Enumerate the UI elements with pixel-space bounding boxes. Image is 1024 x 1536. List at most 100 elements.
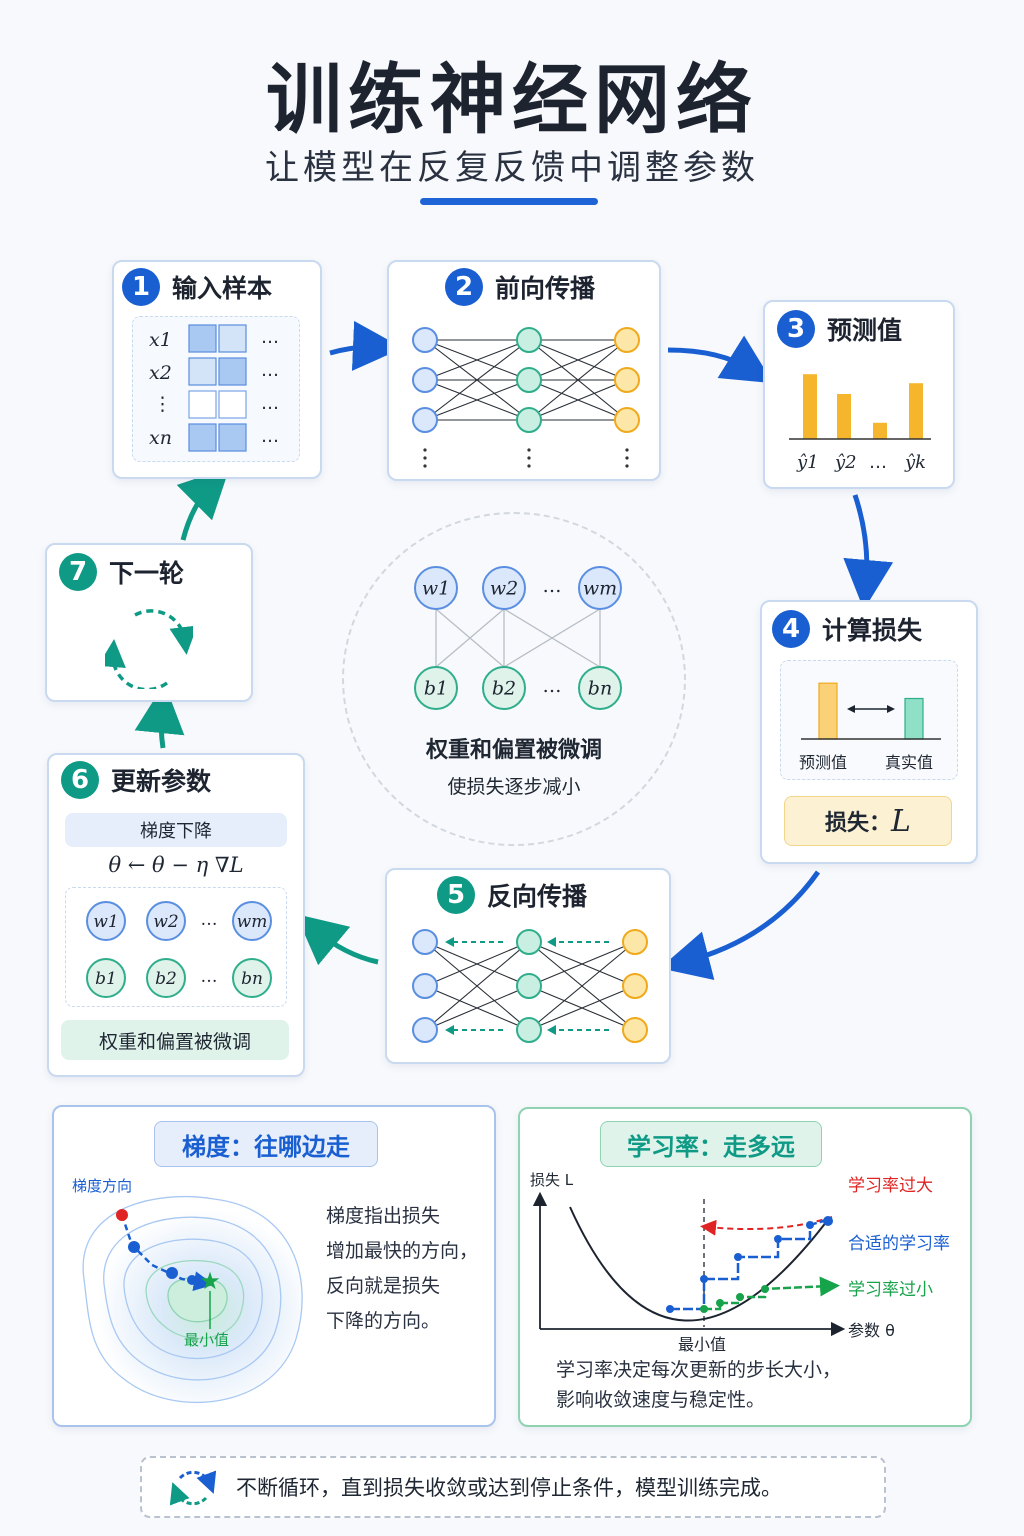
cycle-icon xyxy=(105,609,193,689)
input-ellipsis-1: … xyxy=(261,327,279,348)
lr-legend-good: 合适的学习率 xyxy=(848,1234,950,1254)
backward-node xyxy=(412,1017,438,1043)
bias-label: b2 xyxy=(492,678,516,700)
arrow-7-1 xyxy=(176,467,230,541)
prediction-bar xyxy=(803,374,817,439)
bias-label: b2 xyxy=(155,969,177,989)
step-2-head: 2 前向传播 xyxy=(445,268,595,306)
step-4-label: 计算损失 xyxy=(822,616,923,645)
weight-label: w2 xyxy=(490,578,518,600)
gradient-direction-label: 梯度方向 xyxy=(72,1177,133,1195)
lr-explanation: 学习率决定每次更新的步长大小， 影响收敛速度与稳定性。 xyxy=(556,1355,841,1415)
gradient-flow-arrowhead xyxy=(445,937,454,947)
bias-node xyxy=(578,666,622,710)
center-subtitle: 使损失逐步减小 xyxy=(447,776,581,798)
forward-edge xyxy=(424,379,530,421)
forward-node xyxy=(516,327,542,353)
loss-diff-arrow-left xyxy=(847,705,855,713)
bias-node xyxy=(86,958,126,998)
arrow-4-5 xyxy=(659,870,821,981)
contour-map: ★ xyxy=(82,1195,303,1404)
loss-pred-label: 预测值 xyxy=(799,753,848,772)
page-title: 训练神经网络 xyxy=(266,55,758,144)
forward-network xyxy=(412,327,640,468)
prediction-bar xyxy=(909,383,923,439)
lr-legend-large: 学习率过大 xyxy=(848,1176,933,1196)
forward-node xyxy=(412,407,438,433)
input-row-2-label: x2 xyxy=(149,362,172,384)
backward-network xyxy=(412,929,648,1043)
loss-prefix: 损失： xyxy=(825,811,892,836)
card-next-round: 7 下一轮 xyxy=(45,543,253,702)
backward-node xyxy=(622,929,648,955)
forward-edge xyxy=(424,339,530,381)
bias-node xyxy=(414,666,458,710)
flow-arrows xyxy=(134,320,894,981)
prediction-bar xyxy=(837,394,851,439)
step-1-badge: 1 xyxy=(122,268,160,306)
bias-ellipsis: … xyxy=(543,675,562,697)
step-6-head: 6 更新参数 xyxy=(61,761,211,799)
svg-text:★: ★ xyxy=(199,1267,221,1295)
backward-node xyxy=(516,973,542,999)
update-formula: θ ← θ − η ∇L xyxy=(108,853,244,877)
lr-panel-title: 学习率：走多远 xyxy=(600,1121,822,1167)
lr-line-2: 影响收敛速度与稳定性。 xyxy=(556,1389,766,1411)
lr-x-label: 参数 θ xyxy=(848,1321,895,1340)
pred-label-1: ŷ1 xyxy=(797,452,819,473)
bias-ellipsis: … xyxy=(201,967,218,987)
weight-label: w1 xyxy=(93,912,118,932)
forward-node xyxy=(614,327,640,353)
gradient-flow-arrowhead xyxy=(547,1025,556,1035)
lr-min-label: 最小值 xyxy=(678,1335,727,1354)
backward-node xyxy=(516,929,542,955)
forward-node-dots xyxy=(527,448,531,452)
bias-node xyxy=(482,666,526,710)
lr-y-label: 损失 L xyxy=(530,1171,574,1189)
arrow-2-3 xyxy=(667,335,774,384)
gradient-line-4: 下降的方向。 xyxy=(326,1310,441,1332)
step-4-badge: 4 xyxy=(772,610,810,648)
step-7-badge: 7 xyxy=(59,553,97,591)
input-cells xyxy=(188,324,247,452)
backward-edge xyxy=(528,985,636,1031)
step-5-label: 反向传播 xyxy=(487,882,588,911)
forward-node xyxy=(412,367,438,393)
step-3-head: 3 预测值 xyxy=(777,310,902,348)
arrow-6-7 xyxy=(134,683,185,749)
input-matrix: x1 x2 ⋮ xn … … … … xyxy=(132,316,300,462)
loss-diff-arrow-right xyxy=(887,705,895,713)
center-title: 权重和偏置被微调 xyxy=(425,738,602,763)
input-row-n-label: xn xyxy=(149,427,172,449)
panel-gradient: 梯度：往哪边走 ★ 梯度方向 最小值 梯度指出损失 增加最快的方向， 反向就是损… xyxy=(52,1105,496,1427)
backward-edge xyxy=(424,985,530,1031)
step-4-head: 4 计算损失 xyxy=(772,610,922,648)
pred-label-k: ŷk xyxy=(905,452,927,473)
forward-edge xyxy=(424,339,530,421)
card-forward-propagation: 2 前向传播 xyxy=(387,260,661,481)
step-3-badge: 3 xyxy=(777,310,815,348)
card-backpropagation: 5 反向传播 xyxy=(385,868,671,1064)
pred-label-ellipsis: … xyxy=(869,452,887,473)
weight-label: wm xyxy=(583,578,617,600)
step-7-label: 下一轮 xyxy=(109,559,185,588)
loss-true-bar xyxy=(904,697,924,740)
step-1-head: 1 输入样本 xyxy=(122,268,272,306)
weight-node xyxy=(482,566,526,610)
loop-icon xyxy=(170,1470,216,1506)
loss-pred-bar xyxy=(818,682,838,740)
loss-comparison: 预测值 真实值 xyxy=(780,660,958,780)
arrow-5-6 xyxy=(295,913,379,966)
gradient-line-1: 梯度指出损失 xyxy=(326,1205,441,1227)
pred-label-2: ŷ2 xyxy=(835,452,857,473)
bias-node xyxy=(232,958,272,998)
weight-node xyxy=(232,901,272,941)
weight-node xyxy=(414,566,458,610)
bias-label: bn xyxy=(241,969,263,989)
weight-label: wm xyxy=(237,912,268,932)
param-edge xyxy=(503,608,601,668)
forward-node-dots xyxy=(625,464,629,468)
bias-label: bn xyxy=(588,678,612,700)
